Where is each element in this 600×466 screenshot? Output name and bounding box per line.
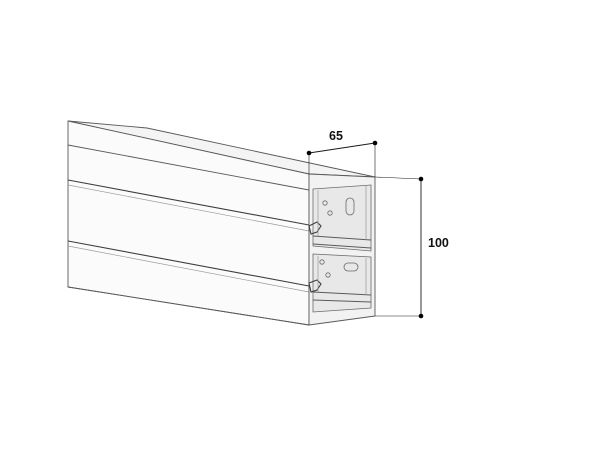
width-dimension-dot-right [372,140,378,146]
mounting-hole-1 [322,200,328,206]
upper-compartment [312,184,372,252]
profile-groove-1a [67,179,310,226]
height-label: 100 [428,236,449,250]
dimension-width: 65 [306,129,378,177]
dimension-height: 100 [374,176,449,319]
width-dimension-line [308,142,376,154]
mounting-hole-2 [327,210,333,216]
width-dimension-dot-left [306,150,312,156]
profile-line-bottom [67,286,310,326]
mounting-hole-3 [319,259,325,265]
trunking-body [67,120,376,326]
profile-groove-2b [67,245,310,293]
mounting-hole-4 [325,272,331,278]
profile-groove-1b [67,184,310,232]
height-dimension-dot-top [418,176,424,182]
cover-clip-lower [308,279,322,293]
divider-lip-lower [312,291,372,303]
mounting-slot-upper [345,197,355,216]
width-label: 65 [329,129,343,143]
height-extension-top [374,176,422,180]
mounting-slot-lower [343,262,359,272]
inner-rail-lower [317,256,367,295]
cover-clip-upper [308,221,322,235]
inner-rail-upper [317,186,367,240]
profile-groove-2a [67,240,310,287]
profile-line-1 [67,144,310,191]
height-dimension-dot-bottom [418,313,424,319]
trunking-end-face [308,173,376,326]
divider-lip-upper [312,235,372,249]
